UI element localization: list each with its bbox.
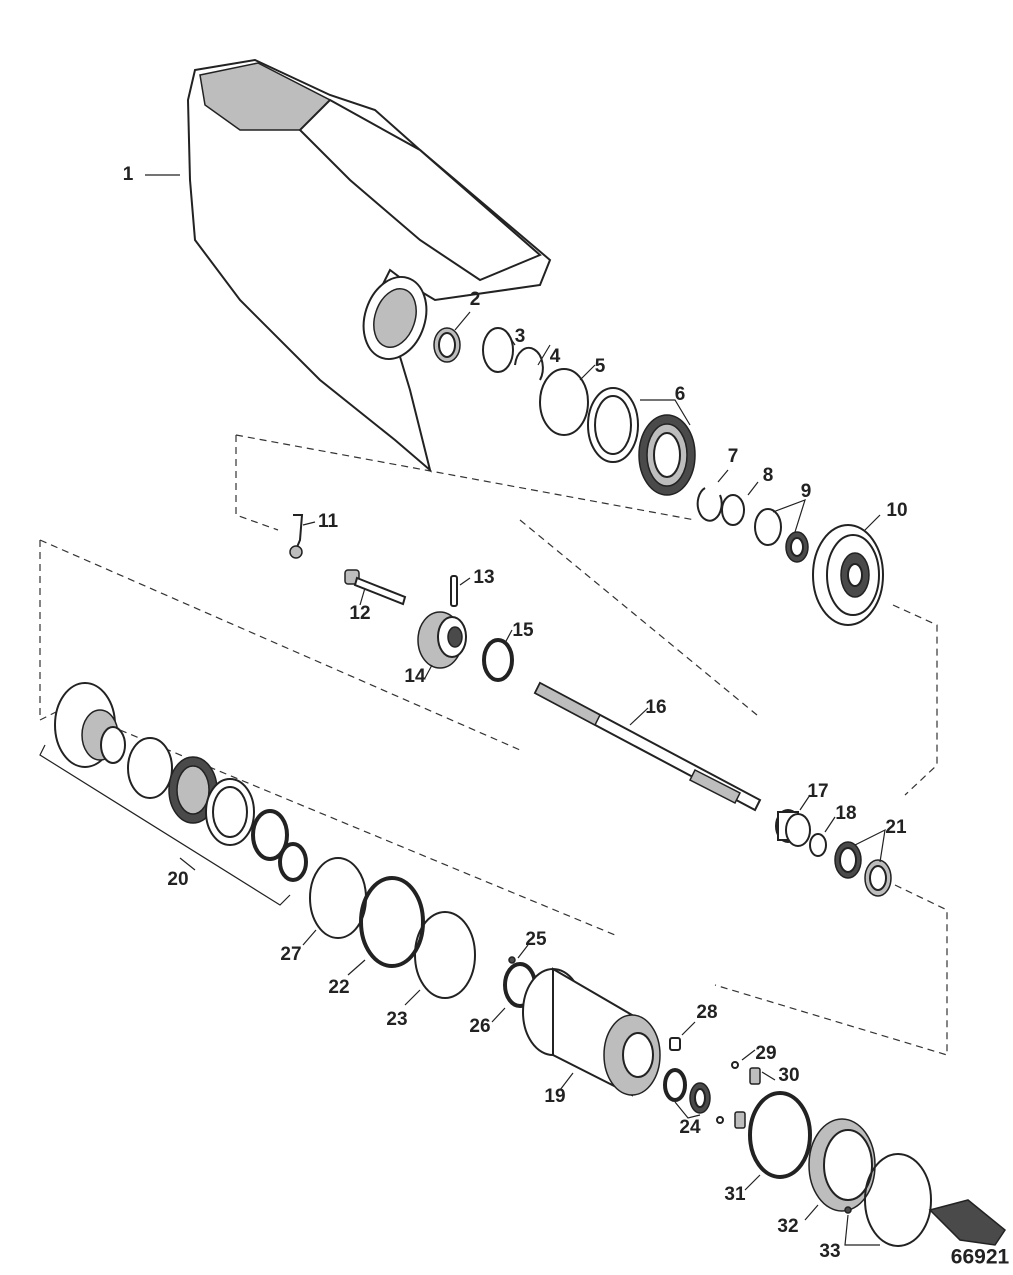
callout-28: 28 bbox=[696, 1002, 717, 1023]
callout-26: 26 bbox=[469, 1016, 490, 1037]
callout-19: 19 bbox=[544, 1086, 565, 1107]
assembly-guide-lines bbox=[39, 434, 948, 1056]
callout-14: 14 bbox=[404, 666, 426, 687]
callout-21: 21 bbox=[885, 817, 907, 838]
callout-8: 8 bbox=[763, 465, 774, 486]
retaining-rings bbox=[482, 327, 596, 436]
callout-29: 29 bbox=[755, 1043, 776, 1064]
callout-20: 20 bbox=[167, 869, 188, 890]
propeller-shaft bbox=[533, 681, 762, 812]
callout-9: 9 bbox=[801, 481, 812, 502]
clutch bbox=[417, 611, 467, 679]
callout-18: 18 bbox=[835, 803, 856, 824]
reverse-gear bbox=[812, 514, 884, 626]
callout-33: 33 bbox=[819, 1241, 840, 1262]
callout-7: 7 bbox=[728, 446, 739, 467]
callout-6: 6 bbox=[675, 384, 686, 405]
callout-31: 31 bbox=[724, 1184, 746, 1205]
callout-1: 1 bbox=[123, 164, 134, 185]
bearing-carrier-19 bbox=[522, 967, 661, 1097]
trim-tab bbox=[928, 1199, 1007, 1246]
callout-16: 16 bbox=[645, 697, 666, 718]
retainer-rings-31-32-33 bbox=[744, 1091, 932, 1247]
bearing-carrier-seal bbox=[433, 311, 471, 363]
callout-labels: 1 2 3 4 5 6 7 8 9 10 11 12 13 14 15 16 1… bbox=[123, 164, 1010, 1269]
shift-spool-clip bbox=[289, 514, 316, 559]
gear-housing bbox=[145, 58, 552, 473]
figure-number: 66921 bbox=[951, 1246, 1010, 1269]
callout-23: 23 bbox=[386, 1009, 407, 1030]
o-rings-22-23-27 bbox=[302, 857, 476, 1006]
callout-4: 4 bbox=[550, 346, 561, 367]
callout-22: 22 bbox=[328, 977, 349, 998]
callout-5: 5 bbox=[595, 356, 606, 377]
callout-15: 15 bbox=[512, 620, 534, 641]
cam-follower-shaft bbox=[344, 569, 407, 606]
callout-27: 27 bbox=[280, 944, 301, 965]
callout-17: 17 bbox=[807, 781, 828, 802]
callout-32: 32 bbox=[777, 1216, 798, 1237]
callout-12: 12 bbox=[349, 603, 370, 624]
callout-10: 10 bbox=[886, 500, 907, 521]
cross-pin bbox=[450, 575, 471, 607]
bearing-17-18 bbox=[775, 794, 836, 857]
screws-29-30 bbox=[716, 1049, 776, 1129]
callout-24: 24 bbox=[679, 1117, 701, 1138]
callout-30: 30 bbox=[778, 1065, 799, 1086]
seals-24-28 bbox=[663, 1021, 711, 1119]
callout-11: 11 bbox=[318, 511, 339, 532]
bearing-carrier-assembly-20 bbox=[39, 682, 308, 906]
callout-3: 3 bbox=[515, 326, 526, 347]
seal-pair-21 bbox=[834, 828, 892, 897]
callout-13: 13 bbox=[473, 567, 494, 588]
bearing-assembly-6 bbox=[587, 387, 696, 496]
bearing-parts-7-8-9 bbox=[696, 469, 809, 563]
callout-25: 25 bbox=[525, 929, 547, 950]
cross-pin-ring bbox=[482, 629, 514, 682]
callout-2: 2 bbox=[470, 289, 481, 310]
